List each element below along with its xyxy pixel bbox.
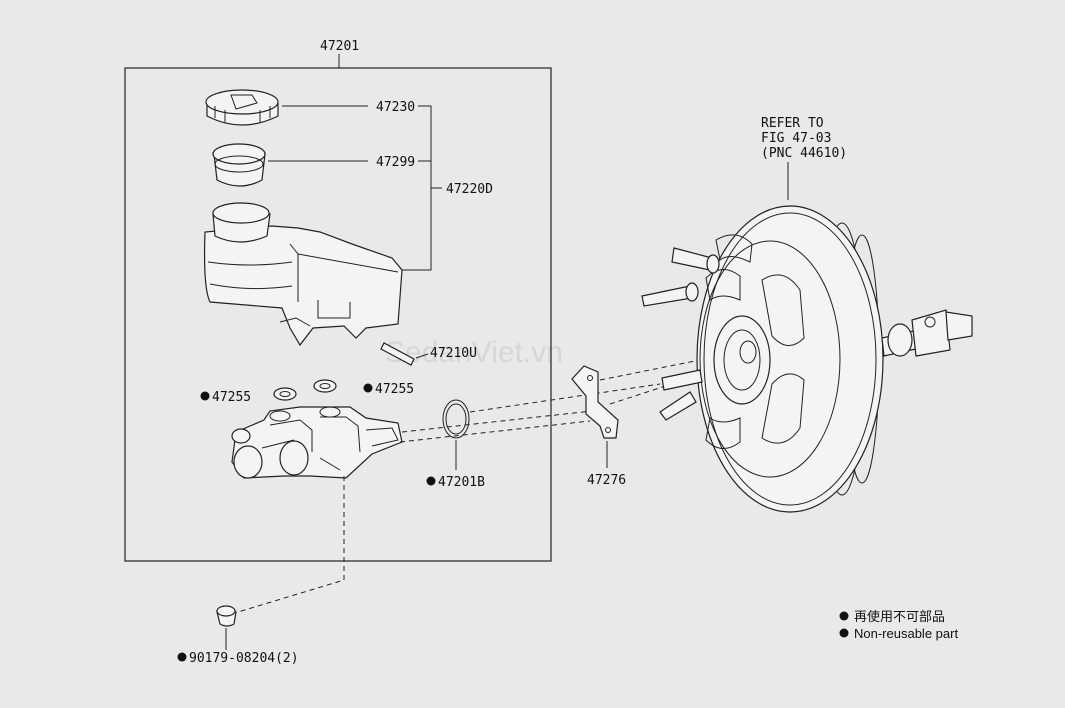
brake-booster[interactable] [641,205,973,513]
bullet-icon [426,476,436,486]
bullet-icon [177,652,187,662]
label-reservoir-group: 47220D [446,182,493,197]
master-cylinder-body[interactable] [231,406,403,479]
bullet-icon [363,383,373,393]
plug[interactable] [216,605,237,627]
grommet-left[interactable] [273,387,297,401]
label-grommet-right: 47255 [375,382,414,397]
label-strainer: 47299 [376,155,415,170]
label-o-ring: 47201B [438,475,485,490]
label-plug: 90179-08204(2) [189,651,299,666]
pin[interactable] [380,342,415,366]
bullet-icon [839,611,849,621]
grommet-right[interactable] [313,379,337,393]
refer-line3: (PNC 44610) [761,146,847,161]
legend-line-english: Non-reusable part [854,626,958,641]
label-plate: 47276 [587,473,626,488]
strainer[interactable] [212,143,266,187]
plate[interactable] [571,365,619,439]
bullet-icon [200,391,210,401]
o-ring[interactable] [442,399,470,439]
reservoir-tank[interactable] [203,202,403,347]
label-grommet-left: 47255 [212,390,251,405]
refer-line2: FIG 47-03 [761,131,831,146]
label-pin: 47210U [430,346,477,361]
legend-line-japanese: 再使用不可部品 [854,609,945,624]
assembly-frame [124,67,552,562]
label-cap: 47230 [376,100,415,115]
reservoir-cap[interactable] [205,89,279,126]
assembly-label: 47201 [320,39,359,54]
bullet-icon [839,628,849,638]
watermark: SedanViet.vn [385,336,563,369]
refer-line1: REFER TO [761,116,824,131]
